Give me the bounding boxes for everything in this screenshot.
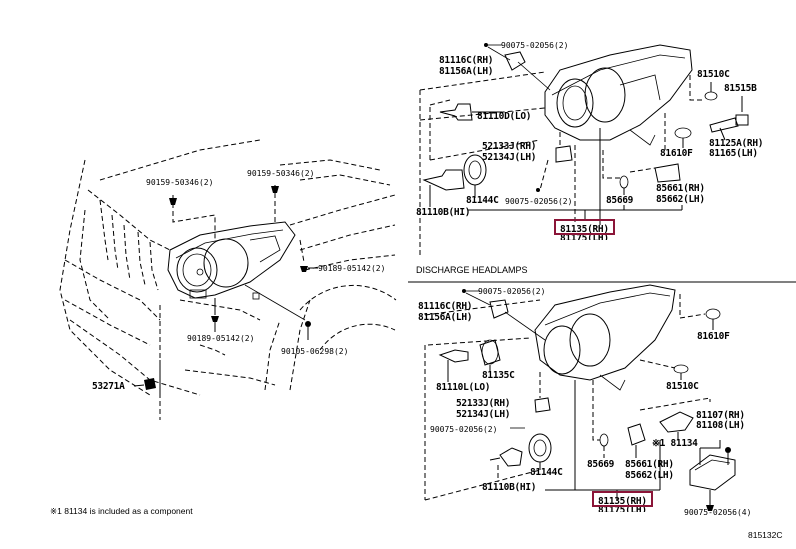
- halogen-headlamp-exploded-view: [419, 43, 749, 255]
- discharge-headlamp-exploded-view: [408, 281, 796, 511]
- section-title-discharge-headlamps: DISCHARGE HEADLAMPS: [416, 265, 528, 275]
- part-label-screw-90189-05142-right[interactable]: 90189-05142(2): [318, 264, 386, 273]
- part-label-clip-90159-50346-left[interactable]: 90159-50346(2): [146, 178, 214, 187]
- part-label-screw-90189-05142-bottom[interactable]: 90189-05142(2): [187, 334, 255, 343]
- part-label-bulb-81110l-lo[interactable]: 81110L(LO): [436, 382, 491, 393]
- highlight-assembly-81135-discharge: [592, 491, 653, 507]
- part-label-socket-81165-lh[interactable]: 81165(LH): [709, 148, 758, 159]
- part-label-screw-90075-02056-bottom[interactable]: 90075-02056(4): [684, 508, 752, 517]
- part-label-cover-81510c[interactable]: 81510C: [697, 69, 730, 80]
- part-label-assembly-81175-lh-discharge[interactable]: 81175(LH): [598, 505, 647, 516]
- part-label-bracket-81156a-lh[interactable]: 81156A(LH): [439, 66, 494, 77]
- part-label-clip-90159-50346-right[interactable]: 90159-50346(2): [247, 169, 315, 178]
- figure-id: 815132C: [748, 530, 783, 540]
- highlight-assembly-81135-halogen: [554, 219, 615, 235]
- part-label-screw-90075-02056-mid-discharge[interactable]: 90075-02056(2): [430, 425, 498, 434]
- part-label-cover-81610f-discharge[interactable]: 81610F: [697, 331, 730, 342]
- part-label-gasket-85669[interactable]: 85669: [606, 195, 634, 206]
- part-label-screw-90075-02056-top-discharge[interactable]: 90075-02056(2): [478, 287, 546, 296]
- part-label-motor-85661-rh[interactable]: 85661(RH): [656, 183, 705, 194]
- part-label-bracket-81116c-rh[interactable]: 81116C(RH): [439, 55, 494, 66]
- part-label-screw-90075-02056-top[interactable]: 90075-02056(2): [501, 41, 569, 50]
- part-label-screw-90075-02056-mid[interactable]: 90075-02056(2): [505, 197, 573, 206]
- part-label-adjuster-52134j-lh[interactable]: 52134J(LH): [482, 152, 537, 163]
- part-label-assembly-81135-rh[interactable]: 81135(RH): [560, 224, 609, 235]
- part-label-cover-81610f[interactable]: 81610F: [660, 148, 693, 159]
- part-label-gasket-85669-discharge[interactable]: 85669: [587, 459, 615, 470]
- part-label-cap-81135c[interactable]: 81135C: [482, 370, 515, 381]
- part-label-motor-85661-rh-discharge[interactable]: 85661(RH): [625, 459, 674, 470]
- part-label-bulb-81110b-hi[interactable]: 81110B(HI): [416, 207, 471, 218]
- part-label-adjuster-52133j-rh[interactable]: 52133J(RH): [482, 141, 537, 152]
- part-label-motor-85662-lh[interactable]: 85662(LH): [656, 194, 705, 205]
- part-label-actuator-53271a[interactable]: 53271A: [92, 381, 125, 392]
- part-label-assembly-81175-lh[interactable]: 81175(LH): [560, 233, 609, 244]
- part-label-bulb-81515b[interactable]: 81515B: [724, 83, 757, 94]
- part-label-ring-81144c[interactable]: 81144C: [466, 195, 499, 206]
- part-label-bulb-81110b-hi-discharge[interactable]: 81110B(HI): [482, 482, 537, 493]
- part-label-ballast-81108-lh[interactable]: 81108(LH): [696, 420, 745, 431]
- part-label-assembly-81135-rh-discharge[interactable]: 81135(RH): [598, 496, 647, 507]
- part-label-gasket-81134[interactable]: ※1 81134: [652, 438, 698, 449]
- part-label-bolt-90105-06298[interactable]: 90105-06298(2): [281, 347, 349, 356]
- part-label-cover-81510c-discharge[interactable]: 81510C: [666, 381, 699, 392]
- part-label-motor-85662-lh-discharge[interactable]: 85662(LH): [625, 470, 674, 481]
- part-label-adjuster-52133j-rh-discharge[interactable]: 52133J(RH): [456, 398, 511, 409]
- part-label-ballast-81107-rh[interactable]: 81107(RH): [696, 410, 745, 421]
- part-label-bracket-81116c-rh-discharge[interactable]: 81116C(RH): [418, 301, 473, 312]
- part-label-ring-81144c-discharge[interactable]: 81144C: [530, 467, 563, 478]
- part-label-bulb-81110d-lo[interactable]: 81110D(LO): [477, 111, 532, 122]
- part-label-bracket-81156a-lh-discharge[interactable]: 81156A(LH): [418, 312, 473, 323]
- footnote: ※1 81134 is included as a component: [50, 506, 193, 516]
- vehicle-front-illustration: [59, 139, 397, 420]
- part-label-adjuster-52134j-lh-discharge[interactable]: 52134J(LH): [456, 409, 511, 420]
- part-label-socket-81125a-rh[interactable]: 81125A(RH): [709, 138, 764, 149]
